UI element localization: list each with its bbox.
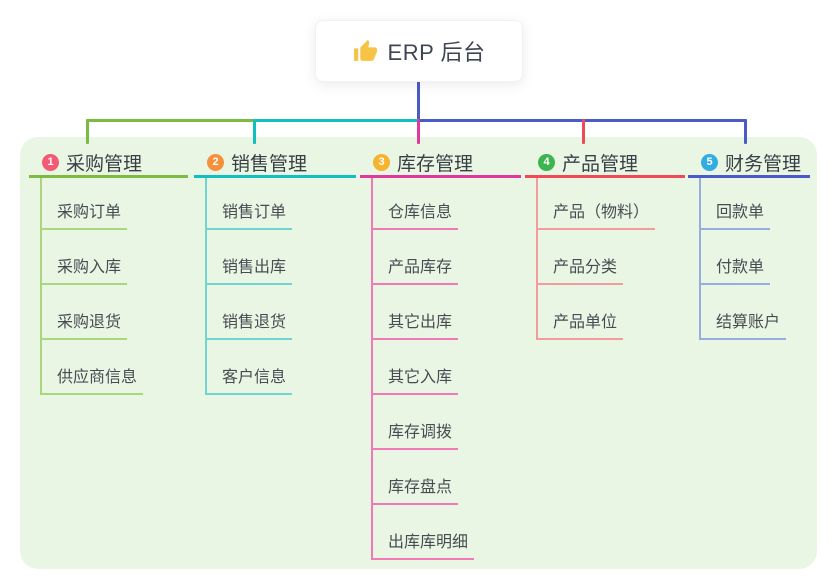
- connector-bus-segment: [255, 119, 418, 122]
- child-connector-line: [205, 178, 207, 395]
- child-node[interactable]: 采购退货: [40, 312, 128, 340]
- branch-node-5[interactable]: 5 财务管理: [688, 150, 810, 178]
- branch-connector-line: [253, 119, 256, 144]
- child-node[interactable]: 产品单位: [536, 312, 624, 340]
- child-node[interactable]: 产品库存: [371, 257, 459, 285]
- branch-connector-line: [86, 119, 89, 144]
- branch-index-badge: 1: [42, 154, 59, 171]
- branch-index-badge: 5: [701, 154, 718, 171]
- branch-label: 产品管理: [562, 154, 639, 175]
- branch-node-4[interactable]: 4 产品管理: [525, 150, 685, 178]
- branch-node-2[interactable]: 2 销售管理: [194, 150, 356, 178]
- branch-index-badge: 4: [538, 154, 555, 171]
- branches-panel: [20, 137, 817, 569]
- child-node[interactable]: 供应商信息: [40, 367, 144, 395]
- branch-index-badge: 2: [207, 154, 224, 171]
- child-node[interactable]: 产品（物料）: [536, 202, 656, 230]
- branch-label: 库存管理: [397, 154, 474, 175]
- child-node[interactable]: 结算账户: [699, 312, 787, 340]
- branch-connector-line: [744, 119, 747, 144]
- child-node[interactable]: 销售出库: [205, 257, 293, 285]
- child-node[interactable]: 回款单: [699, 202, 771, 230]
- child-node[interactable]: 采购入库: [40, 257, 128, 285]
- child-node[interactable]: 仓库信息: [371, 202, 459, 230]
- child-node[interactable]: 出库库明细: [371, 532, 475, 560]
- root-node-title: ERP 后台: [387, 40, 486, 65]
- branch-index-badge: 3: [373, 154, 390, 171]
- child-node[interactable]: 其它出库: [371, 312, 459, 340]
- child-node[interactable]: 客户信息: [205, 367, 293, 395]
- child-node[interactable]: 库存盘点: [371, 477, 459, 505]
- branch-connector-line: [582, 119, 585, 144]
- branch-label: 财务管理: [725, 154, 802, 175]
- branch-label: 采购管理: [66, 154, 143, 175]
- child-node[interactable]: 销售订单: [205, 202, 293, 230]
- child-connector-line: [699, 178, 701, 340]
- thumbs-up-icon: [353, 39, 378, 64]
- child-connector-line: [536, 178, 538, 340]
- child-node[interactable]: 产品分类: [536, 257, 624, 285]
- child-node[interactable]: 其它入库: [371, 367, 459, 395]
- branch-node-1[interactable]: 1 采购管理: [29, 150, 188, 178]
- child-node[interactable]: 付款单: [699, 257, 771, 285]
- child-connector-line: [371, 178, 373, 560]
- branch-label: 销售管理: [231, 154, 308, 175]
- child-connector-line: [40, 178, 42, 395]
- child-node[interactable]: 采购订单: [40, 202, 128, 230]
- branch-connector-line: [417, 119, 420, 144]
- connector-bus-segment: [86, 119, 255, 122]
- branch-node-3[interactable]: 3 库存管理: [360, 150, 521, 178]
- root-connector-line: [417, 82, 420, 119]
- child-node[interactable]: 销售退货: [205, 312, 293, 340]
- child-node[interactable]: 库存调拨: [371, 422, 459, 450]
- root-node[interactable]: ERP 后台: [315, 20, 523, 82]
